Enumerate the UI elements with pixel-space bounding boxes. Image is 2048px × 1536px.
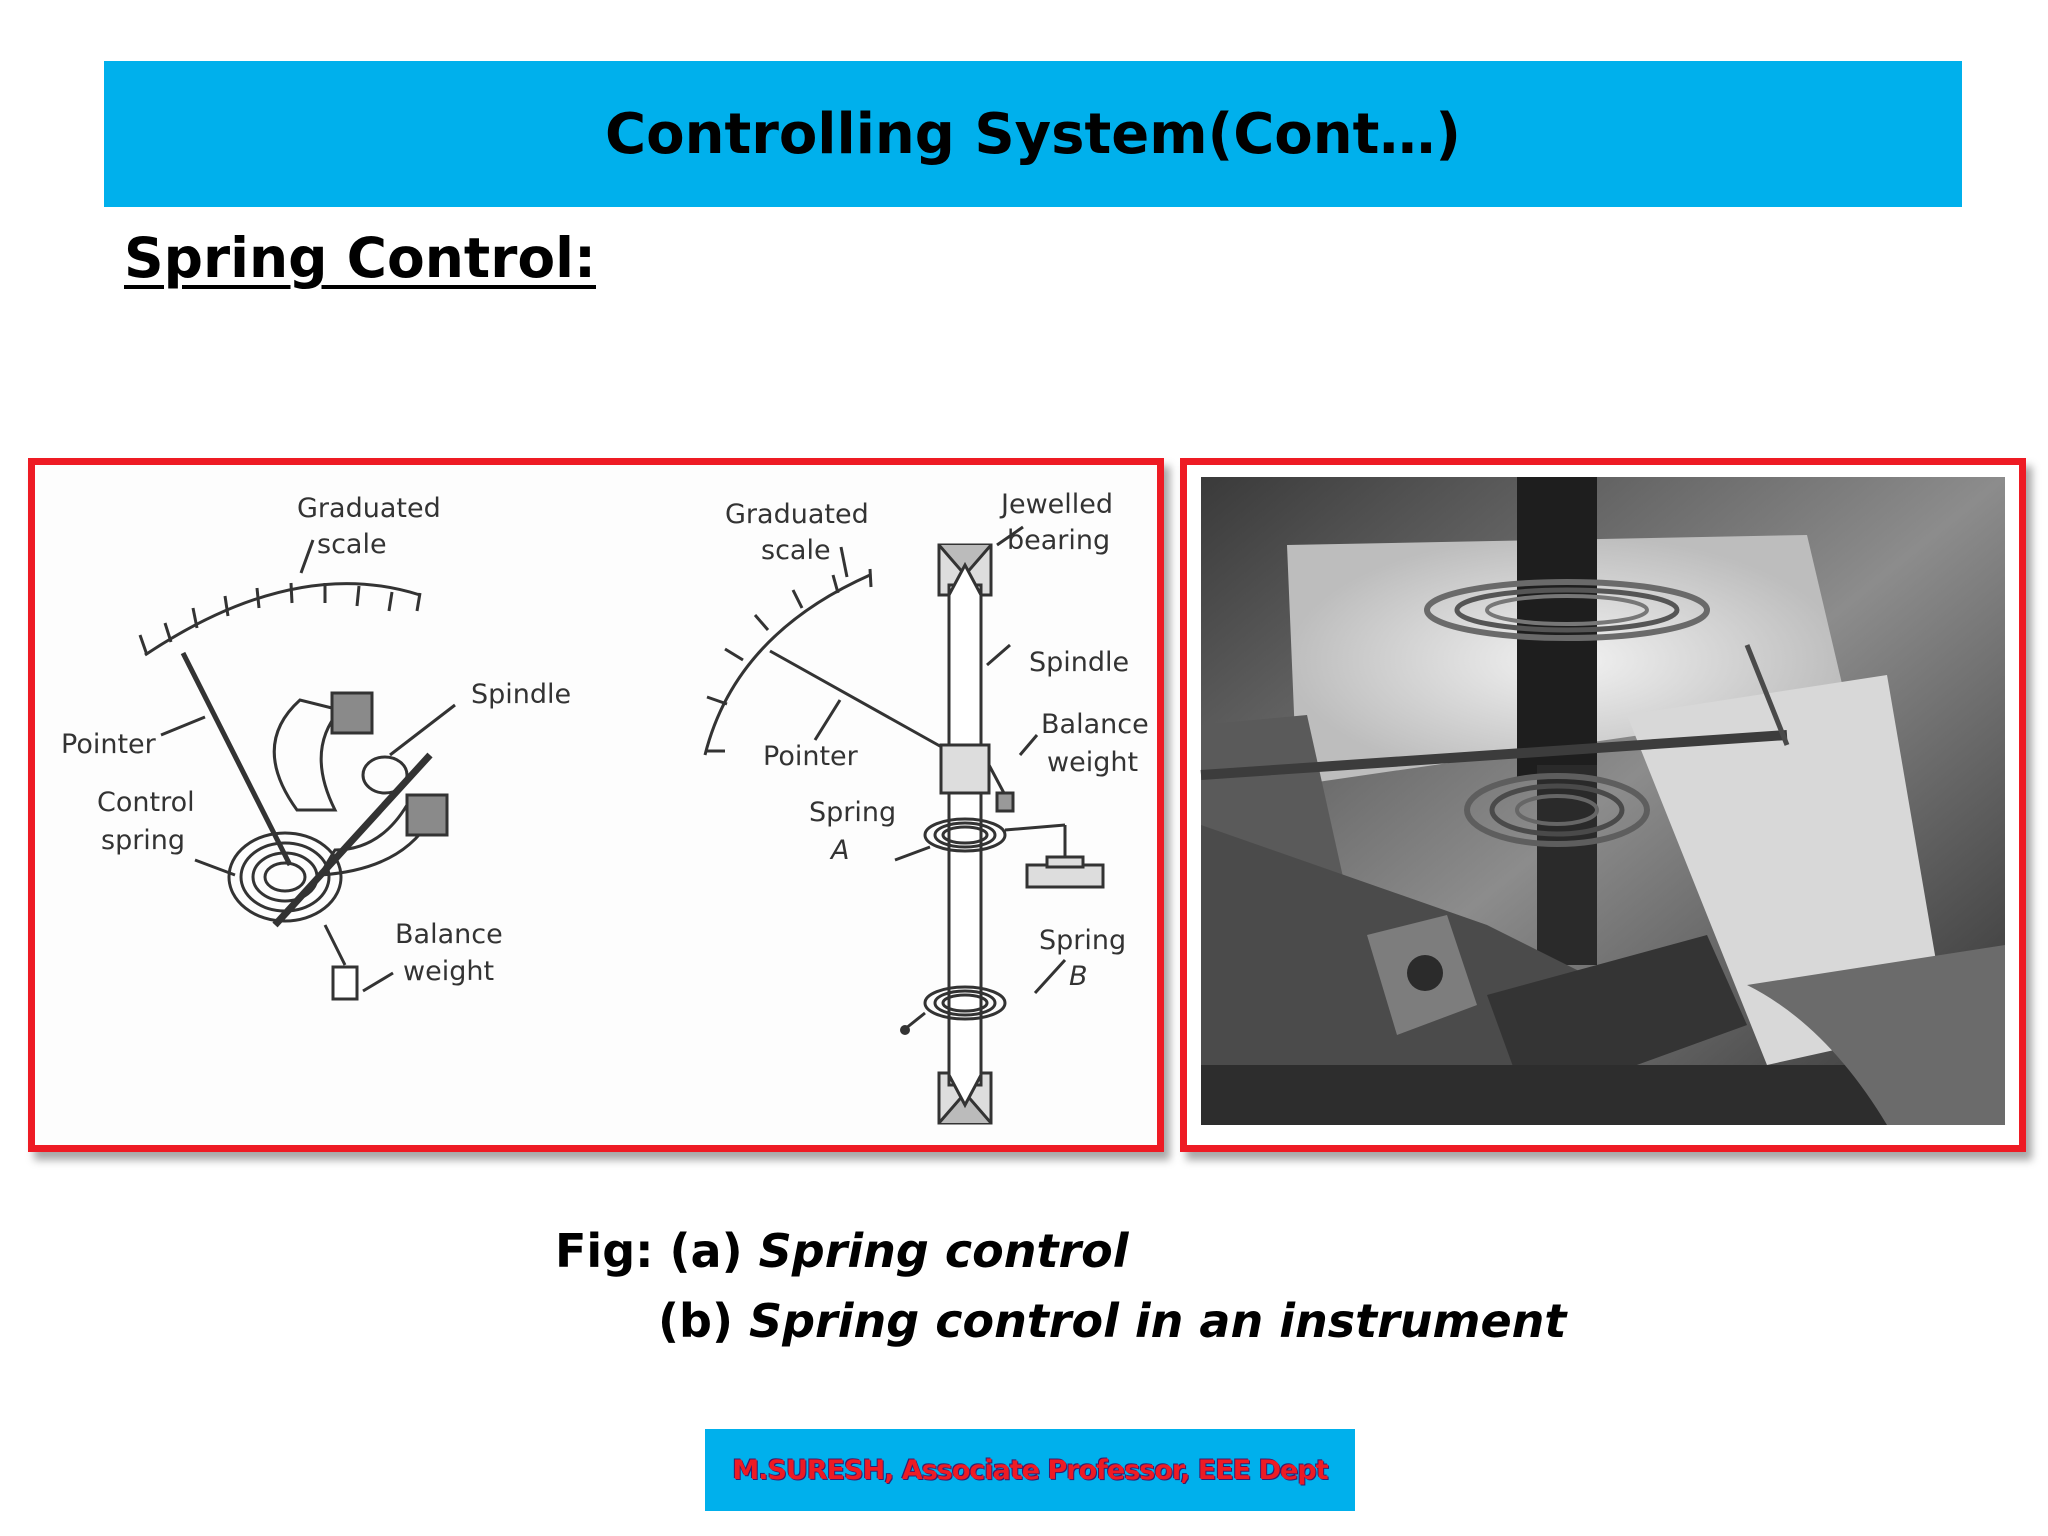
label-weight-2: weight [1047, 747, 1138, 778]
label-spindle: Spindle [471, 679, 571, 710]
label-spring-b: Spring [1039, 925, 1126, 956]
author-credit: M.SURESH, Associate Professor, EEE Dept [732, 1454, 1328, 1486]
label-pointer: Pointer [61, 729, 157, 760]
caption-b-text: Spring control in an instrument [749, 1294, 1567, 1348]
label-scale: scale [317, 529, 387, 560]
label-balance-2: Balance [1041, 709, 1149, 740]
label-bearing: bearing [1007, 525, 1110, 556]
label-balance: Balance [395, 919, 503, 950]
caption-a-text: Spring control [758, 1224, 1129, 1278]
label-pointer-2: Pointer [763, 741, 859, 772]
left-scale-arc [144, 582, 421, 657]
label-graduated-scale: Graduated [297, 493, 441, 524]
spring-control-diagram: Graduated scale Pointer Control spring S… [28, 458, 1164, 1152]
figure-caption: Fig: (a) Spring control (b) Spring contr… [555, 1216, 1566, 1356]
caption-line-a: Fig: (a) Spring control [555, 1216, 1566, 1286]
label-spring-a-letter: A [829, 835, 849, 866]
label-spring: spring [101, 825, 185, 856]
label-weight: weight [403, 956, 494, 987]
label-control: Control [97, 787, 195, 818]
spring-control-diagram-art: Graduated scale Pointer Control spring S… [61, 489, 1149, 1125]
caption-prefix: Fig: (a) [555, 1224, 759, 1278]
instrument-photo [1180, 458, 2026, 1152]
caption-line-b: (b) Spring control in an instrument [555, 1286, 1566, 1356]
label-graduated-scale-2: Graduated [725, 499, 869, 530]
section-heading: Spring Control: [124, 226, 596, 290]
title-bar: Controlling System(Cont…) [104, 61, 1962, 207]
author-footer: M.SURESH, Associate Professor, EEE Dept [705, 1429, 1355, 1511]
label-scale-2: scale [761, 535, 831, 566]
slide-title: Controlling System(Cont…) [605, 101, 1461, 167]
instrument-photo-art [1200, 477, 2005, 1125]
label-spring-b-letter: B [1069, 961, 1088, 992]
label-spindle-2: Spindle [1029, 647, 1129, 678]
label-spring-a: Spring [809, 797, 896, 828]
label-jewelled: Jewelled [999, 489, 1113, 520]
caption-b-prefix: (b) [658, 1294, 749, 1348]
